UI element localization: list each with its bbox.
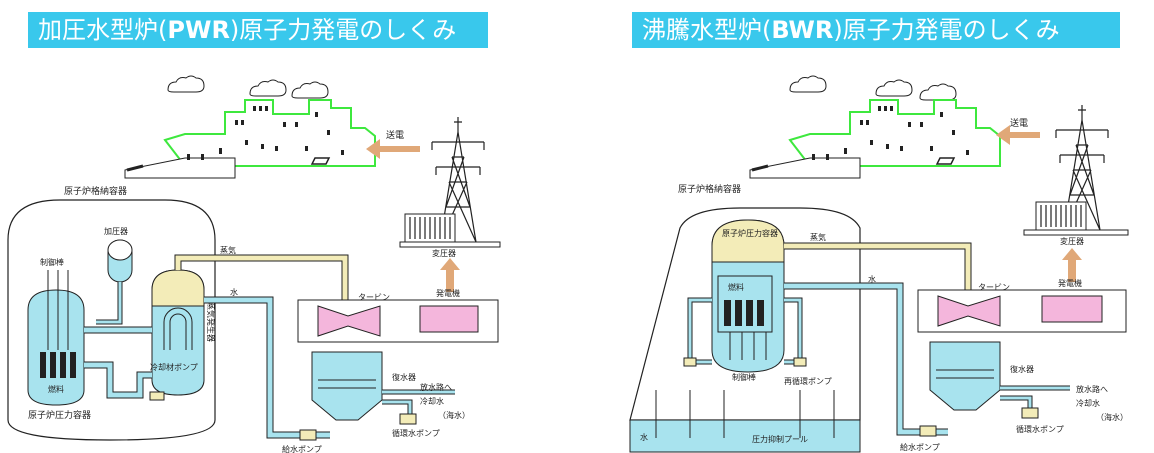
bwr-cooling-water-label: 冷却水 bbox=[1076, 398, 1100, 408]
bwr-outflow-label: 放水路へ bbox=[1076, 384, 1108, 394]
bwr-suppression-pool bbox=[629, 419, 861, 453]
bwr-diagram: 送電 変圧器 原子炉格納容器 圧力抑制プール 水 原子炉圧力容器 燃料 制御棒 … bbox=[629, 75, 1129, 453]
pwr-diagram: 送電 変圧器 原子炉格納容器 制御棒 燃料 原子炉圧力容器 加圧器 蒸気発生器 … bbox=[7, 75, 501, 453]
pwr-generator bbox=[419, 305, 479, 333]
pwr-control-rod-label: 制御棒 bbox=[40, 257, 64, 267]
pwr-containment-label: 原子炉格納容器 bbox=[64, 185, 127, 197]
city-icon bbox=[123, 98, 377, 180]
cloud-icon bbox=[789, 75, 827, 93]
transformer-icon bbox=[1035, 201, 1087, 231]
bwr-seawater-label: （海水） bbox=[1096, 412, 1128, 422]
bwr-reactor-vessel-label: 原子炉圧力容器 bbox=[722, 228, 778, 238]
bwr-control-rod-label: 制御棒 bbox=[732, 372, 756, 382]
pwr-condenser bbox=[311, 351, 383, 421]
cloud-icon bbox=[919, 83, 957, 101]
bwr-title-abbr: BWR bbox=[771, 16, 834, 44]
pwr-steam-generator-label: 蒸気発生器 bbox=[206, 302, 216, 342]
bwr-containment-label: 原子炉格納容器 bbox=[678, 183, 741, 195]
power-out-arrow bbox=[366, 139, 420, 159]
pwr-fuel-label: 燃料 bbox=[48, 384, 64, 394]
pwr-coolant-pump-label: 冷却材ポンプ bbox=[150, 362, 198, 372]
cloud-icon bbox=[249, 79, 287, 97]
bwr-title-banner: 沸騰水型炉(BWR)原子力発電のしくみ bbox=[632, 12, 1120, 48]
cloud-icon bbox=[291, 81, 329, 99]
bwr-feed-pump-label: 給水ポンプ bbox=[900, 442, 940, 452]
bwr-recirc-pump-label: 再循環ポンプ bbox=[784, 376, 832, 386]
generator-to-transformer-arrow bbox=[440, 258, 460, 292]
bwr-title-post: )原子力発電のしくみ bbox=[833, 16, 1060, 44]
pwr-turbine bbox=[317, 305, 381, 337]
power-out-arrow bbox=[996, 125, 1040, 145]
bwr-turbine bbox=[937, 295, 1001, 327]
bwr-suppression-pool-label: 圧力抑制プール bbox=[752, 434, 808, 444]
power-out-label: 送電 bbox=[386, 129, 404, 141]
bwr-steam-label: 蒸気 bbox=[810, 232, 826, 242]
pwr-title-banner: 加圧水型炉(PWR)原子力発電のしくみ bbox=[28, 12, 488, 48]
power-out-label: 送電 bbox=[1010, 117, 1028, 129]
pwr-title-post: )原子力発電のしくみ bbox=[229, 16, 457, 44]
pwr-water-label: 水 bbox=[230, 287, 238, 297]
bwr-condenser-label: 復水器 bbox=[1010, 364, 1034, 374]
bwr-condenser bbox=[929, 341, 1001, 411]
bwr-generator bbox=[1041, 295, 1103, 323]
cloud-icon bbox=[875, 79, 913, 97]
pwr-circ-pump-label: 循環水ポンプ bbox=[392, 428, 440, 438]
pwr-title-pre: 加圧水型炉( bbox=[38, 16, 168, 44]
pwr-cooling-water-label: 冷却水 bbox=[420, 396, 444, 406]
city-icon bbox=[748, 98, 1002, 180]
bwr-title-pre: 沸騰水型炉( bbox=[642, 16, 772, 44]
pwr-steam-label: 蒸気 bbox=[220, 245, 236, 255]
pwr-feed-pump-label: 給水ポンプ bbox=[282, 444, 322, 453]
bwr-turbine-label: タービン bbox=[978, 283, 1010, 292]
pwr-title-abbr: PWR bbox=[167, 16, 230, 44]
pwr-generator-label: 発電機 bbox=[436, 288, 460, 298]
pwr-outflow-label: 放水路へ bbox=[420, 382, 452, 392]
transformer-label: 変圧器 bbox=[432, 248, 456, 258]
bwr-generator-label: 発電機 bbox=[1058, 278, 1082, 288]
pwr-seawater-label: （海水） bbox=[438, 410, 470, 420]
generator-to-transformer-arrow bbox=[1062, 248, 1082, 282]
pwr-reactor-vessel-label: 原子炉圧力容器 bbox=[28, 409, 91, 421]
transformer-label: 変圧器 bbox=[1060, 236, 1084, 246]
transformer-icon bbox=[404, 213, 456, 243]
pwr-condenser-label: 復水器 bbox=[392, 372, 416, 382]
bwr-pool-water-label: 水 bbox=[640, 432, 648, 442]
pwr-turbine-label: タービン bbox=[358, 293, 390, 302]
bwr-water-label: 水 bbox=[868, 274, 876, 284]
pwr-pressurizer-label: 加圧器 bbox=[104, 226, 128, 236]
bwr-fuel-label: 燃料 bbox=[728, 282, 744, 292]
cloud-icon bbox=[167, 75, 205, 93]
bwr-circ-pump-label: 循環水ポンプ bbox=[1016, 424, 1064, 434]
